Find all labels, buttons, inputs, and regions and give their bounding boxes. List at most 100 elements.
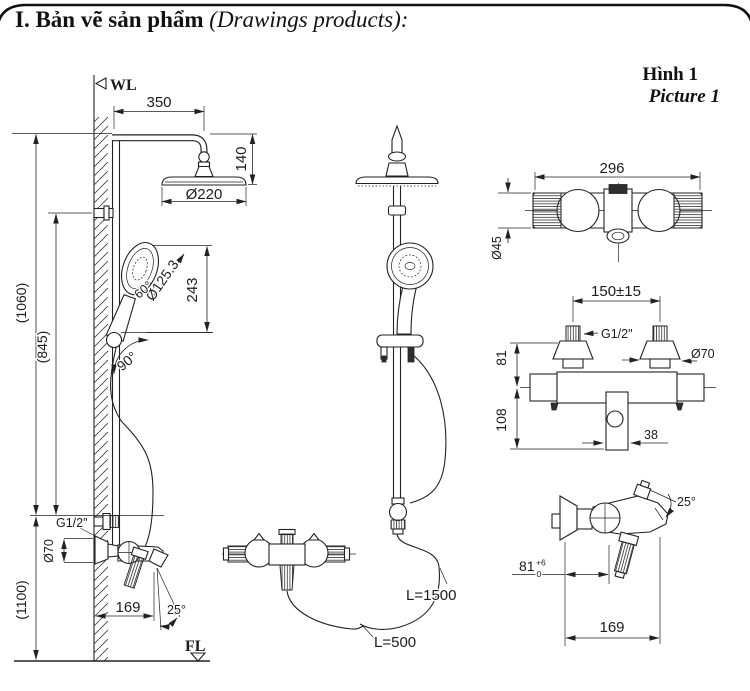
hand-shower-front <box>386 242 434 335</box>
leader-g12 <box>79 527 98 538</box>
shower-arm <box>112 134 208 154</box>
dim-81sv-tol-sup: +6 <box>536 558 546 568</box>
rain-head-front <box>355 176 439 185</box>
bracket-pin-r <box>407 346 415 363</box>
angle-25-label: 25° <box>167 603 186 617</box>
fv-escutcheon-l <box>552 340 594 360</box>
angle-25-arc <box>159 617 178 630</box>
page-border <box>0 3 750 22</box>
dim-108-label: 108 <box>493 408 509 432</box>
fv-thread-l <box>565 325 581 342</box>
fv-endcap-l <box>529 373 558 402</box>
pipe-ring <box>387 205 407 216</box>
tv-union-r <box>673 192 703 229</box>
dim-220-label: Ø220 <box>186 186 223 203</box>
fv-nut-r <box>649 358 671 369</box>
finial-ring <box>387 151 407 162</box>
page-title-vietnamese: I. Bản vẽ sản phẩm <box>15 7 204 32</box>
rain-shower-head <box>161 176 247 186</box>
hose-upper <box>409 354 447 504</box>
figure-caption: Hình 1 Picture 1 <box>560 64 720 108</box>
dim-70-label: Ø70 <box>42 539 56 563</box>
dim-150-label: 150±15 <box>591 283 641 300</box>
tv-handle-l <box>556 188 600 233</box>
hose-short <box>286 590 364 630</box>
thread-label-fv: G1/2" <box>601 327 633 341</box>
dim-70fv-label: Ø70 <box>691 347 715 361</box>
detail-top-view: 296 Ø45 <box>489 159 712 262</box>
front-view-drawing: L=1500 L=500 <box>222 124 458 652</box>
fl-triangle-icon <box>189 652 207 662</box>
leader-l500 <box>361 624 374 638</box>
wl-triangle-icon <box>94 77 107 90</box>
angle-25sv-arc <box>665 493 674 518</box>
detail-side-view: 25° 81 +6 0 169 <box>512 479 697 646</box>
tv-valve-base-inner <box>611 231 625 241</box>
dim-296-label: 296 <box>599 160 624 177</box>
head-mount <box>385 162 409 177</box>
fv-drip-l <box>550 402 559 411</box>
tv-union-l <box>532 192 562 229</box>
hose-short-label: L=500 <box>374 634 416 651</box>
dim-38-label: 38 <box>644 428 658 442</box>
dim-845-label: (845) <box>34 331 50 364</box>
leader-g12-fv <box>583 330 599 337</box>
dim-125-line <box>150 253 185 302</box>
top-finial <box>391 124 403 154</box>
head-nut <box>197 161 211 168</box>
fv-nut-l <box>562 358 584 369</box>
angle-25-line1 <box>156 567 162 631</box>
hose-long <box>359 533 440 630</box>
fv-escutcheon-r <box>639 340 681 360</box>
sv-escutcheon <box>559 495 578 541</box>
dim-1060-label: (1060) <box>13 283 29 323</box>
side-view-drawing: WL <box>14 75 247 662</box>
dim-350-label: 350 <box>146 94 171 111</box>
dim-81sv-label: 81 <box>519 558 535 574</box>
leader-l1500 <box>439 567 448 585</box>
fv-endcap-r <box>676 373 705 402</box>
tv-valve-base <box>606 228 630 244</box>
dim-81-label: 81 <box>493 350 509 366</box>
figure-caption-line1: Hình 1 <box>642 64 698 85</box>
side-view-dimensions: 350 140 Ø220 (1060) (845) (1100) 243 <box>12 93 257 660</box>
angle-90-label: 90° <box>114 348 141 374</box>
tv-valve-cap <box>608 184 628 194</box>
bracket-pin-l-tip <box>381 355 387 363</box>
angle-25-line2 <box>156 567 181 618</box>
fv-spout-hole <box>606 410 624 428</box>
sv-diverter-wand <box>613 531 640 579</box>
dim-140-label: 140 <box>233 146 250 171</box>
tv-valve <box>603 188 633 233</box>
dim-1100-label: (1100) <box>13 580 29 619</box>
bath-mixer-side <box>93 512 169 589</box>
wl-label: WL <box>110 77 137 94</box>
hose-long-label: L=1500 <box>406 587 456 604</box>
sv-tip-line <box>654 507 664 521</box>
fv-drip-r <box>675 402 684 411</box>
page-title: I. Bản vẽ sản phẩm (Drawings products): <box>15 7 408 33</box>
bath-mixer-front <box>222 528 356 591</box>
fl-label: FL <box>185 638 205 655</box>
fv-thread-r <box>652 325 668 342</box>
hose-connector <box>388 497 408 535</box>
fv-spout <box>605 391 629 451</box>
angle-25sv-leader <box>649 489 677 503</box>
figure-caption-line2: Picture 1 <box>648 86 720 107</box>
shower-arm-inner <box>112 135 207 154</box>
dim-45-label: Ø45 <box>490 236 504 260</box>
thread-label-side: G1/2" <box>56 516 88 530</box>
angle-25sv-label: 25° <box>677 495 696 509</box>
arm-ball-joint <box>198 151 210 163</box>
dim-81sv-tol-sub: 0 <box>537 569 542 579</box>
sv-top-knob <box>633 479 652 500</box>
slide-bracket <box>376 334 424 348</box>
slider-pivot <box>105 331 123 349</box>
page-title-english: (Drawings products): <box>203 7 409 32</box>
shower-hose-side <box>110 347 154 560</box>
angle-60-arc <box>137 282 152 298</box>
detail-front-view: 150±15 G1/2" Ø70 81 108 38 <box>492 282 716 451</box>
head-cone <box>194 165 214 178</box>
